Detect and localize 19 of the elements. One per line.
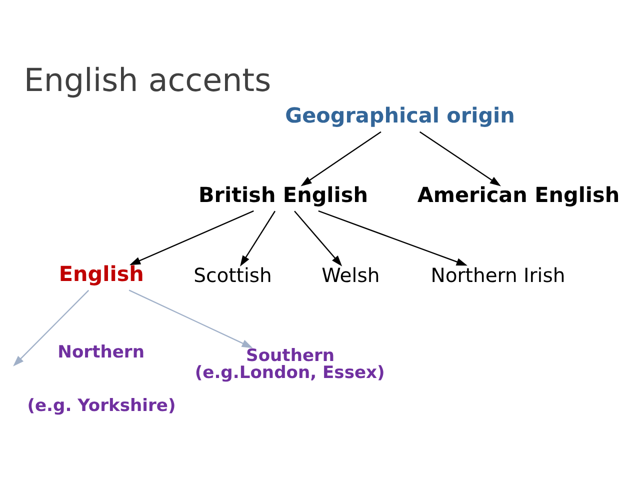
arrow bbox=[240, 210, 276, 266]
label: (e.g. Yorkshire) bbox=[27, 396, 176, 416]
node-text: Northern Irish bbox=[430, 263, 566, 286]
label: Northern bbox=[58, 342, 144, 362]
arrow bbox=[300, 130, 382, 186]
arrow bbox=[420, 130, 501, 186]
diagram-title: English accents bbox=[24, 62, 272, 99]
node-text: Geographical origin bbox=[285, 103, 515, 128]
arrow bbox=[129, 210, 254, 265]
arrow bbox=[13, 289, 90, 366]
node-text: English bbox=[58, 262, 144, 286]
arrow bbox=[294, 210, 342, 266]
node-text: American English bbox=[417, 182, 620, 206]
arrow bbox=[128, 289, 253, 348]
node-text: Welsh bbox=[322, 263, 380, 286]
node-text: Scottish bbox=[194, 263, 272, 286]
arrow bbox=[318, 210, 468, 266]
node-text: British English bbox=[198, 182, 368, 206]
node-text: Southern (e.g.London, Essex) bbox=[194, 346, 385, 383]
